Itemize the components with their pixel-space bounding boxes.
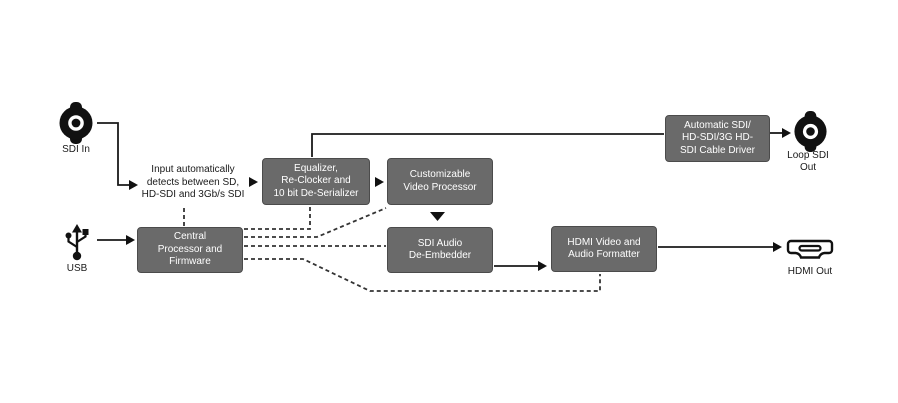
dashed-central-to-equalizer — [244, 206, 311, 230]
hdmi-formatter-line-2: Audio Formatter — [568, 249, 640, 260]
loop-sdi-out-label-line-2: Out — [799, 161, 817, 173]
equalizer-line-3: 10 bit De-Serializer — [273, 187, 359, 199]
bnc-connector-icon-loop-sdi-out — [794, 111, 827, 152]
annotation-line-2: detects between SD, — [146, 176, 240, 188]
audio-deembedder-line-1: SDI Audio — [417, 237, 463, 249]
equalizer-line-2: Re-Clocker and — [281, 175, 351, 187]
sdi-in-label: SDI In — [62, 144, 90, 155]
central-processor-line-3: Firmware — [169, 256, 211, 268]
arrowhead-into-hdmi-formatter — [538, 261, 547, 271]
annotation-line-1: Input automatically — [151, 164, 235, 175]
audio-deembedder-box: SDI Audio De-Embedder — [387, 227, 493, 273]
arrowhead-into-central-processor — [126, 235, 135, 245]
wire-equalizer-to-cable-driver — [311, 133, 664, 157]
input-detect-annotation: Input automatically detects between SD, … — [136, 164, 250, 202]
dashed-central-to-video-processor — [244, 207, 387, 238]
arrowhead-equalizer-to-video-processor — [375, 177, 384, 187]
arrowhead-into-loop-sdi — [782, 128, 791, 138]
arrowhead-annotation-to-equalizer — [249, 177, 258, 187]
usb-label: USB — [66, 263, 88, 274]
cable-driver-box: Automatic SDI/ HD-SDI/3G HD- SDI Cable D… — [665, 115, 770, 162]
cable-driver-line-3: SDI Cable Driver — [679, 144, 756, 156]
hdmi-connector-icon — [786, 239, 834, 259]
dashed-central-to-hdmi-formatter — [244, 258, 601, 292]
annotation-line-3: HD-SDI and 3Gb/s SDI — [141, 189, 245, 200]
loop-sdi-out-label-line-1: Loop SDI — [787, 150, 829, 161]
audio-deembedder-line-2: De-Embedder — [408, 250, 472, 261]
usb-icon — [65, 224, 89, 261]
hdmi-formatter-line-1: HDMI Video and — [567, 236, 641, 248]
equalizer-line-1: Equalizer, — [294, 162, 338, 174]
video-processor-line-1: Customizable — [409, 169, 471, 180]
loop-sdi-out-label: Loop SDI Out — [778, 150, 838, 173]
cable-driver-line-1: Automatic SDI/ — [684, 119, 751, 131]
arrowhead-video-processor-to-audio-deembedder — [430, 212, 445, 221]
arrowhead-into-annotation — [129, 180, 138, 190]
hdmi-formatter-box: HDMI Video and Audio Formatter — [551, 226, 657, 272]
central-processor-box: Central Processor and Firmware — [137, 227, 243, 273]
arrowhead-into-hdmi-out — [773, 242, 782, 252]
cable-driver-line-2: HD-SDI/3G HD- — [681, 132, 754, 144]
bnc-connector-icon-sdi-in — [59, 102, 93, 144]
wire-sdi-in-to-annotation — [97, 122, 129, 186]
central-processor-line-1: Central — [173, 231, 207, 243]
hdmi-out-label: HDMI Out — [787, 266, 833, 277]
central-processor-line-2: Processor and — [157, 243, 223, 255]
video-processor-line-2: Video Processor — [403, 181, 477, 193]
equalizer-box: Equalizer, Re-Clocker and 10 bit De-Seri… — [262, 158, 370, 205]
video-processor-box: Customizable Video Processor — [387, 158, 493, 205]
